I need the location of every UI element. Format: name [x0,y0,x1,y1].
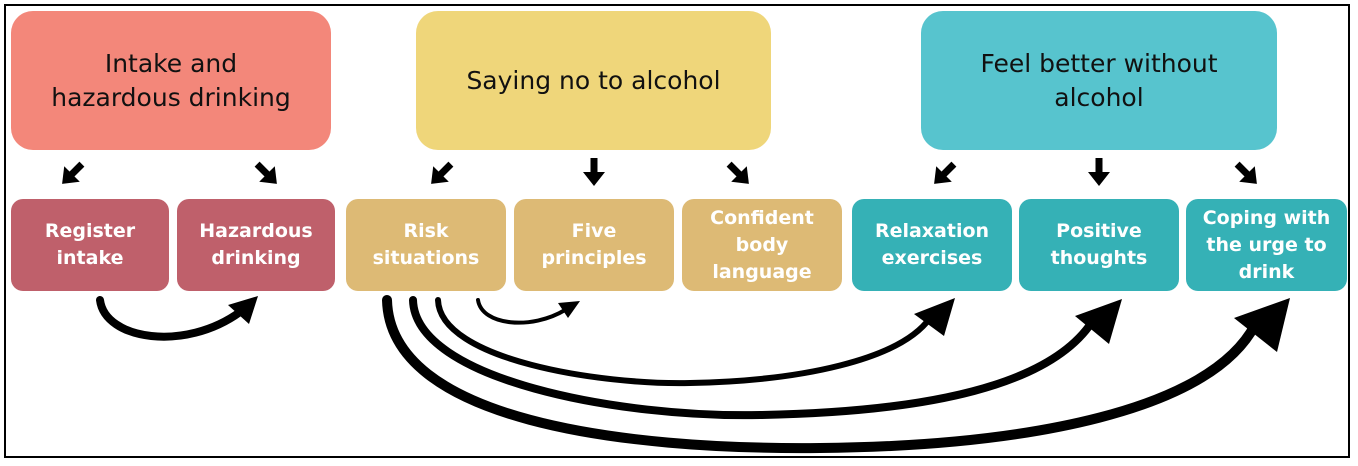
curve-risk-to-relaxation-head [914,298,955,336]
item-relaxation-exercises-line-1: Relaxation [874,220,990,242]
curve-risk-to-coping [382,295,1260,454]
group-feel-better-title-line-1: Feel better without [980,48,1218,78]
item-risk-situations-line-2: situations [372,247,480,269]
item-coping-with-urge: Coping with the urge to drink [1186,199,1347,291]
item-hazardous-drinking-line-1: Hazardous [199,220,313,242]
arrow-down-left-icon [934,161,957,184]
curve-risk-to-coping-head [1234,298,1290,352]
arrow-down-left-icon [62,161,85,184]
item-positive-thoughts-line-1: Positive [1056,220,1142,242]
item-confident-body-language-line-2: body [735,233,789,256]
group-saying-no-box: Saying no to alcohol [416,11,771,150]
item-five-principles-line-1: Five [571,220,617,242]
item-coping-with-urge-line-2: the urge to [1206,233,1327,256]
curve-risk-to-positive [409,296,1096,420]
arrow-down-icon [1088,158,1110,186]
item-confident-body-language-line-3: language [712,260,812,283]
arrow-down-right-icon [726,161,749,184]
curve-register-to-hazardous [96,296,244,341]
curve-register-to-hazardous-head [228,296,258,324]
item-coping-with-urge-line-3: drink [1238,260,1295,283]
arrow-down-right-icon [1234,161,1257,184]
group-feel-better-box: Feel better without alcohol [921,11,1277,150]
group-intake-title-line-2: hazardous drinking [51,82,291,112]
curve-risk-to-positive-head [1075,299,1122,344]
item-confident-body-language: Confident body language [682,199,842,291]
item-risk-situations: Risk situations [346,199,506,291]
item-relaxation-exercises: Relaxation exercises [852,199,1012,291]
item-coping-with-urge-line-1: Coping with [1202,206,1331,229]
item-relaxation-exercises-line-2: exercises [881,247,983,269]
arrow-down-icon [583,158,605,186]
item-hazardous-drinking: Hazardous drinking [177,199,335,291]
curve-risk-to-five-head [558,301,580,318]
arrow-down-left-icon [431,161,454,184]
group-intake-title-line-1: Intake and [104,48,238,78]
connection-arrows-group [96,295,1290,454]
item-five-principles-line-2: principles [541,247,647,269]
group-feel-better-title-line-2: alcohol [1054,82,1144,112]
item-confident-body-language-line-1: Confident [710,206,814,229]
item-hazardous-drinking-line-2: drinking [211,247,301,269]
item-positive-thoughts-line-2: thoughts [1050,247,1148,269]
down-arrows-group [62,158,1257,186]
item-register-intake: Register intake [11,199,169,291]
item-register-intake-line-2: intake [56,247,124,269]
curve-risk-to-five [476,298,567,325]
item-risk-situations-line-1: Risk [403,220,449,242]
curve-risk-to-relaxation [435,297,933,387]
arrow-down-right-icon [254,161,277,184]
item-five-principles: Five principles [514,199,674,291]
item-positive-thoughts: Positive thoughts [1019,199,1179,291]
item-register-intake-line-1: Register [44,220,136,242]
group-intake-box: Intake and hazardous drinking [11,11,331,150]
group-saying-no-title-line-1: Saying no to alcohol [466,65,721,95]
